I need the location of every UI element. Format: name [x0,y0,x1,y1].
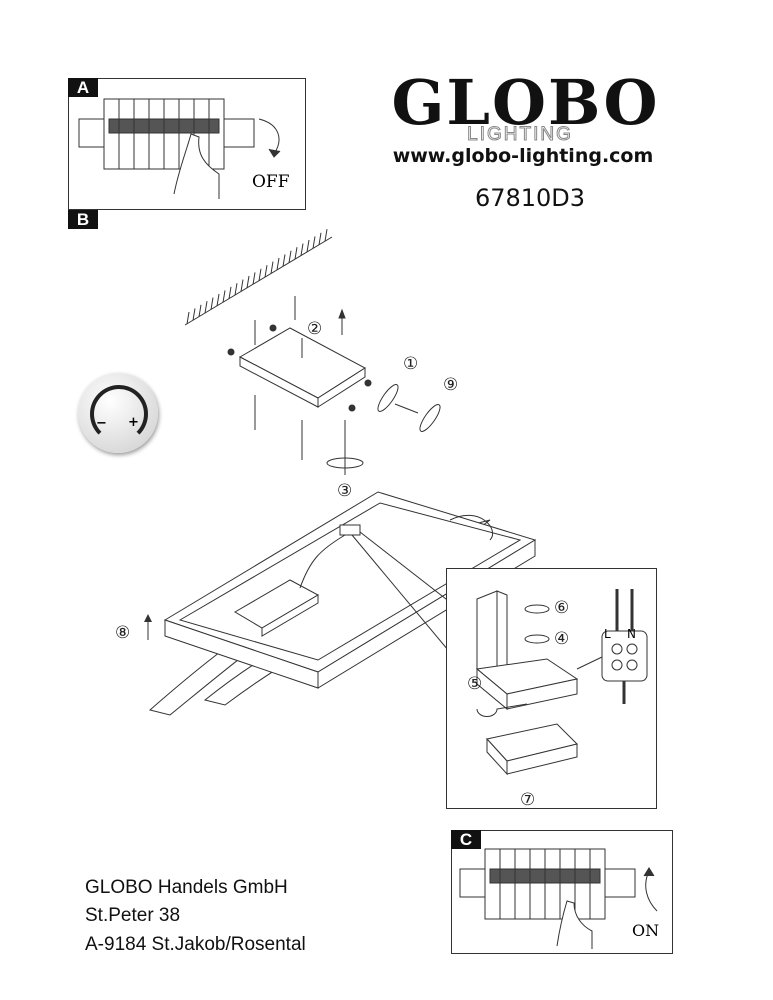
hatch-mark [198,304,202,317]
hatch-mark [270,261,274,274]
callout-8: ⑧ [115,623,130,643]
hatch-mark [258,268,262,281]
hatch-mark [252,272,256,285]
callout-4: ④ [554,629,569,649]
hatch-mark [276,257,280,271]
neutral-terminal-label: N [627,627,636,641]
wiring-detail-panel: L N ⑥ ④ ⑤ ⑦ [446,568,657,809]
step-a-panel: OFF [68,78,306,210]
step-a-label: A [68,78,98,97]
breaker-on-illustration [459,848,658,949]
callout-5: ⑤ [467,674,482,694]
hatch-mark [288,250,292,263]
step-c-label: C [451,830,481,849]
callout-7: ⑦ [520,790,535,808]
callout-2: ② [307,319,322,339]
hatch-mark [282,254,286,267]
terminal-block-illustration: L N ⑥ ④ ⑤ ⑦ [467,589,648,808]
rotation-arrow [326,450,364,475]
callout-3: ③ [337,481,352,501]
hatch-mark [204,301,208,314]
hatch-mark [222,290,226,303]
street-address: St.Peter 38 [85,905,181,926]
off-label: OFF [252,172,290,192]
hatch-mark [186,311,190,325]
hatch-mark [318,232,322,245]
dimmer-minus: − [96,416,107,431]
hatch-mark [294,247,298,260]
breaker-off-illustration [78,98,281,199]
hatch-mark [216,293,220,307]
screws [227,296,372,460]
hatch-mark [246,275,250,289]
mounting-plate [238,327,366,408]
hatch-mark [228,286,232,299]
live-terminal-label: L [604,627,611,641]
up-arrow-icon [144,614,152,622]
callout-1: ① [403,354,418,374]
hatch-mark [192,308,196,321]
model-number: 67810D3 [474,184,586,212]
hatch-mark [306,239,310,253]
step-b-label: B [68,210,98,229]
city-address: A-9184 St.Jakob/Rosental [85,934,306,955]
hatch-mark [300,243,304,256]
step-c-panel: ON [451,830,673,954]
hatch-mark [210,297,214,310]
hatch-mark [240,279,244,292]
hatch-mark [312,236,316,249]
lighting-wordmark: LIGHTING [467,124,573,146]
end-caps [377,384,441,432]
on-label: ON [632,921,660,940]
ceiling-hatch [184,229,333,326]
globo-logo: GLOBO [391,66,660,139]
callout-9: ⑨ [443,375,458,395]
callout-6: ⑥ [554,598,569,618]
hatch-mark [234,283,238,296]
dimmer-plus: + [128,415,139,430]
website-url: www.globo-lighting.com [392,145,654,167]
hatch-mark [324,229,328,242]
company-name: GLOBO Handels GmbH [85,877,288,898]
hatch-mark [264,265,268,278]
dimmer-icon: − + [78,373,158,453]
